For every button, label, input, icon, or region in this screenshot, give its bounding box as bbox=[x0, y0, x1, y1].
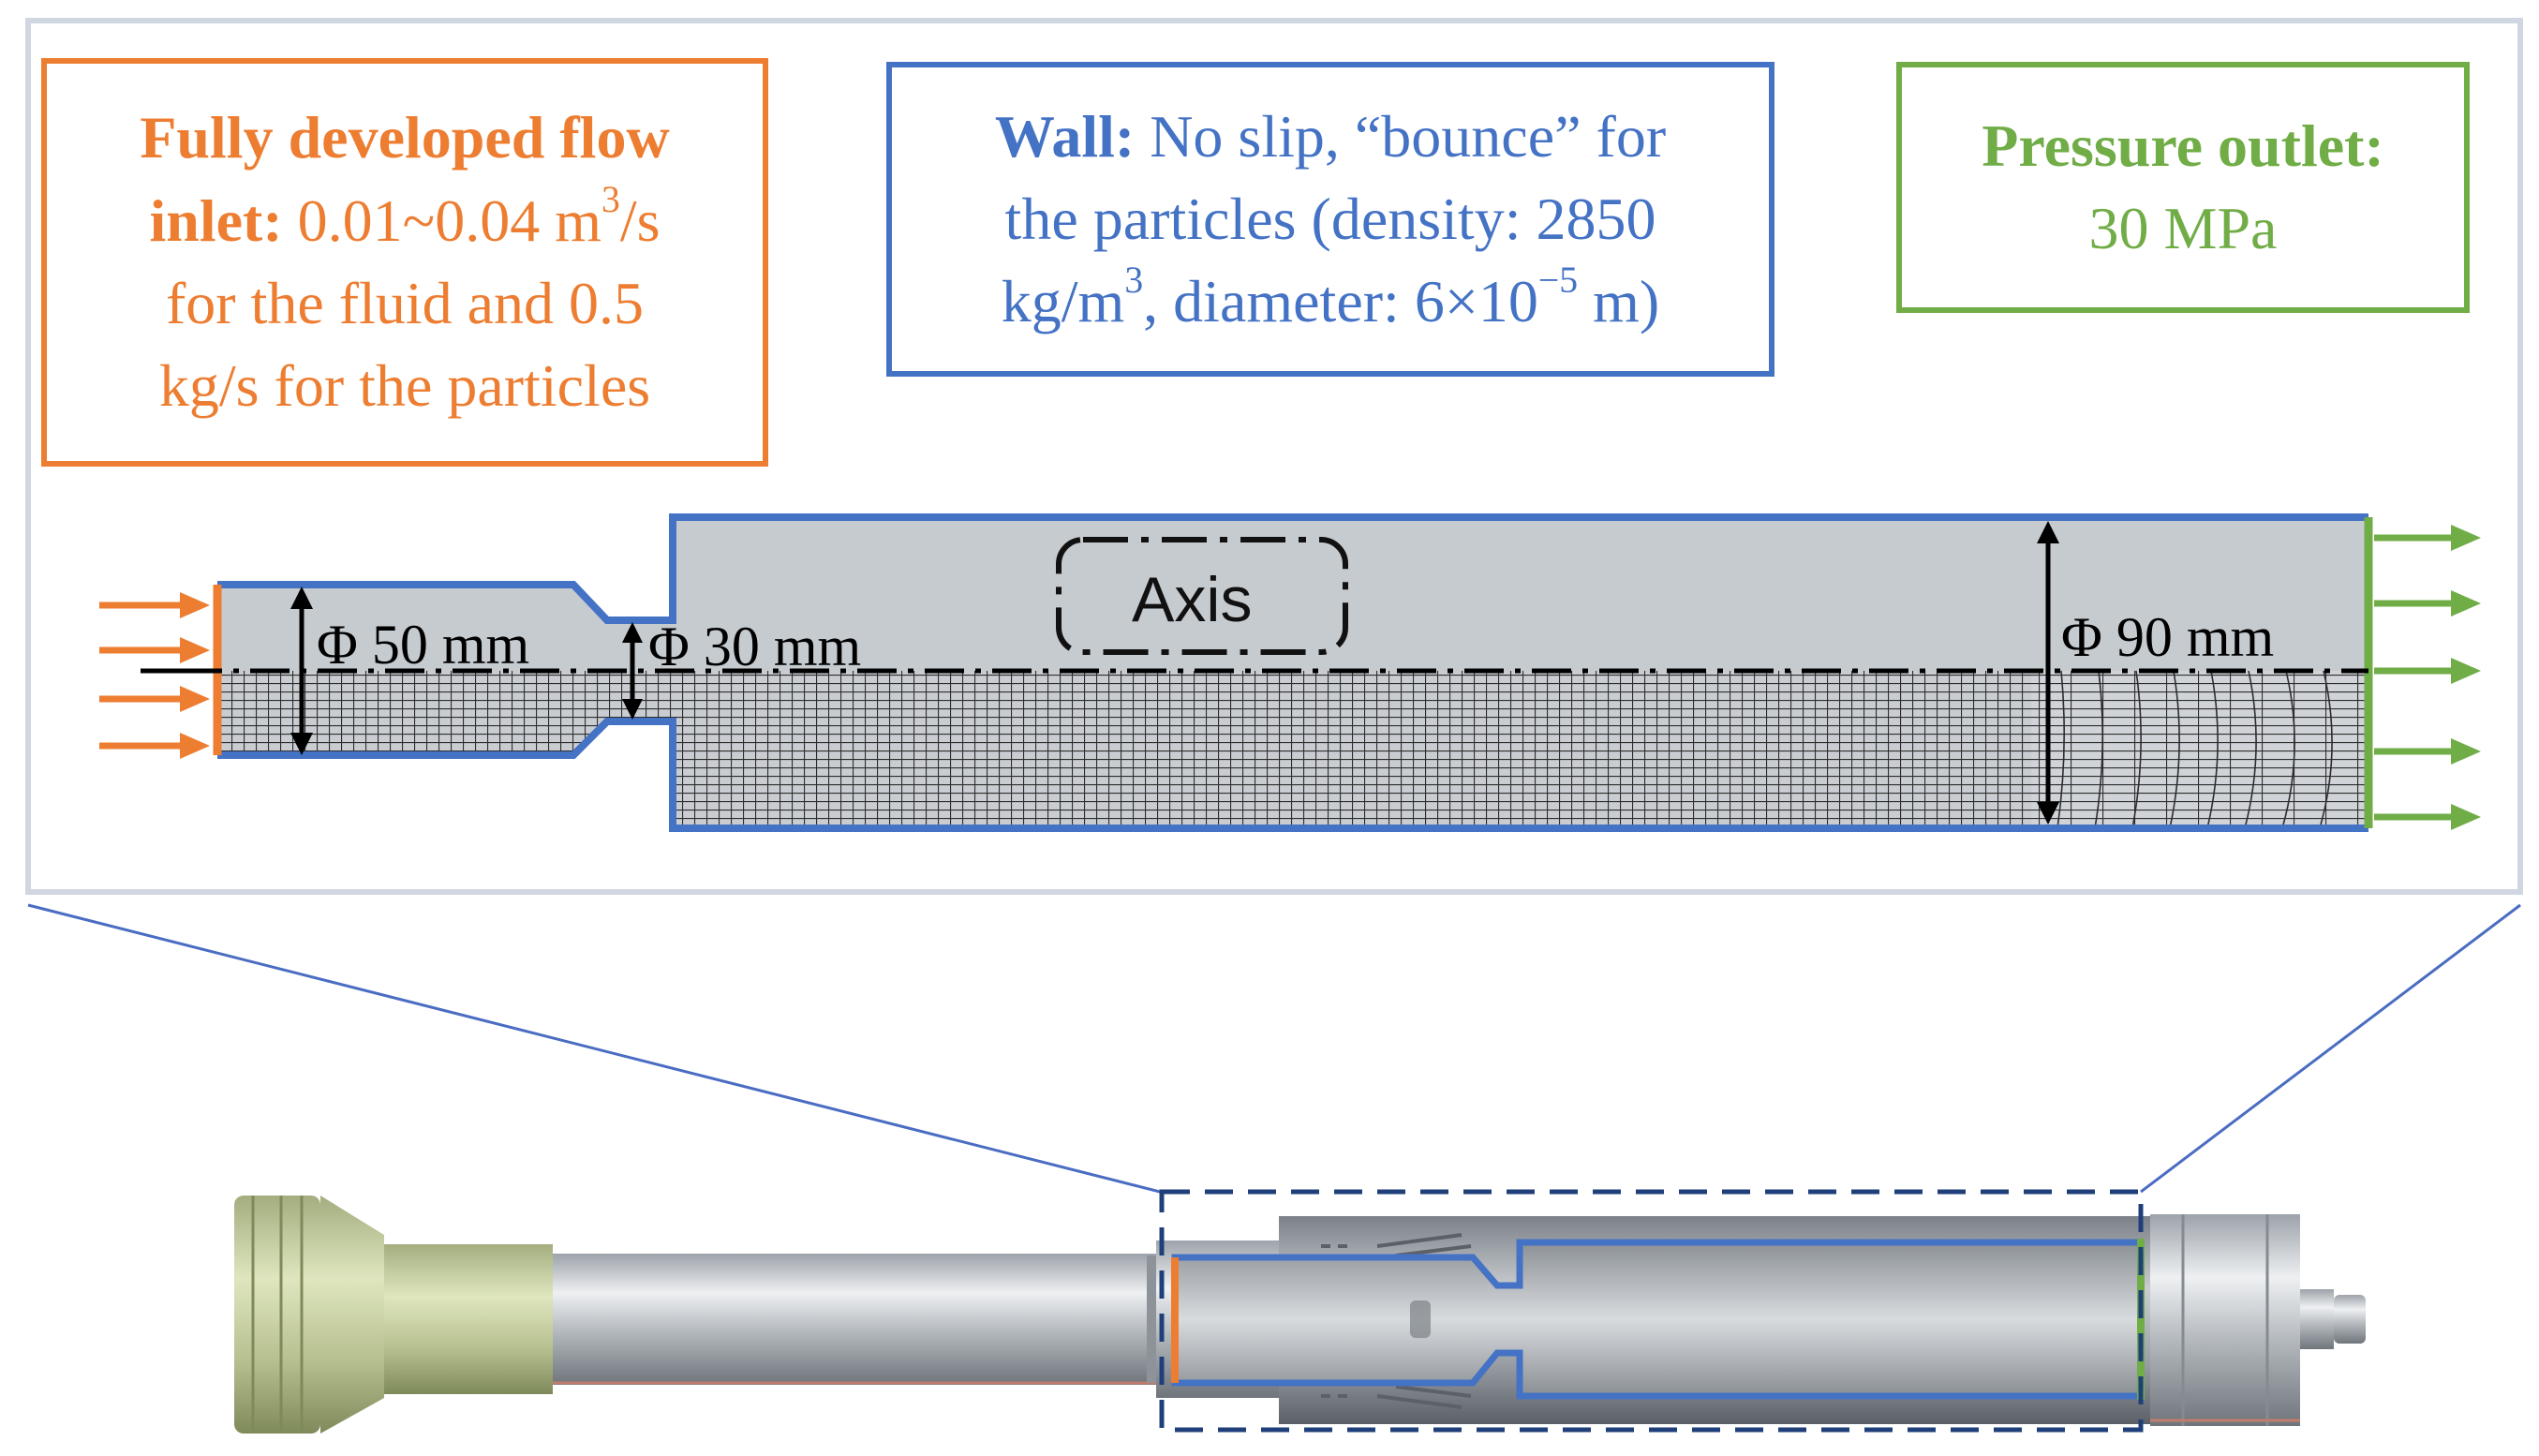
arrow-right-icon bbox=[99, 686, 210, 712]
dim-inlet-diameter: Φ 50 mm bbox=[317, 614, 530, 676]
outlet-arrows bbox=[2374, 525, 2481, 830]
inlet-label-line4: kg/s for the particles bbox=[158, 352, 651, 420]
inlet-label-line3: for the fluid and 0.5 bbox=[165, 270, 645, 336]
arrow-right-icon bbox=[99, 592, 210, 618]
end-cone bbox=[320, 1196, 384, 1434]
outlet-label-box: Pressure outlet: 30 MPa bbox=[1896, 62, 2470, 313]
double-arrow-vertical-icon bbox=[2037, 521, 2059, 825]
arrow-right-icon bbox=[2374, 738, 2481, 765]
arrow-right-icon bbox=[2374, 658, 2481, 684]
outlet-mesh-curves bbox=[2056, 670, 2333, 829]
leader-line-right bbox=[2140, 903, 2521, 1194]
inlet-label-title: Fully developed flow bbox=[140, 104, 670, 171]
outlet-label-value: 30 MPa bbox=[2088, 195, 2278, 261]
double-arrow-vertical-icon bbox=[622, 622, 643, 720]
arrow-right-icon bbox=[2374, 525, 2481, 551]
domain-upper-half bbox=[217, 517, 2368, 671]
inlet-section-mesh bbox=[217, 671, 673, 755]
leader-line-left bbox=[27, 903, 1161, 1194]
outlet-label-title: Pressure outlet: bbox=[1982, 111, 2384, 179]
tool-flow-path bbox=[1171, 1239, 2145, 1400]
arrow-right-icon bbox=[2374, 590, 2481, 617]
axis-callout-box bbox=[1056, 537, 1348, 655]
nozzle-tip bbox=[2334, 1295, 2366, 1344]
flow-domain bbox=[141, 513, 2373, 832]
dim-outlet-diameter: Φ 90 mm bbox=[2061, 606, 2275, 668]
inlet-label-box: Fully developed flow inlet: 0.01~0.04 m3… bbox=[41, 58, 768, 467]
arrow-right-icon bbox=[99, 637, 210, 663]
green-shaft bbox=[384, 1244, 553, 1394]
dim-throat-diameter: Φ 30 mm bbox=[648, 616, 862, 677]
wall-label-box: Wall: No slip, “bounce” for the particle… bbox=[886, 62, 1774, 377]
double-arrow-vertical-icon bbox=[290, 587, 313, 755]
wall-boundary bbox=[217, 513, 2368, 832]
tool-assembly bbox=[234, 1196, 2366, 1434]
outlet-cap bbox=[2150, 1214, 2300, 1426]
arrow-right-icon bbox=[99, 733, 210, 759]
wall-label-line3: kg/m3, diameter: 6×10−5 m) bbox=[1001, 260, 1660, 335]
inlet-label-line2: inlet: 0.01~0.04 m3/s bbox=[149, 178, 661, 254]
axis-label: Axis bbox=[1132, 564, 1253, 635]
arrow-right-icon bbox=[2374, 804, 2481, 830]
nozzle-stub bbox=[2300, 1289, 2334, 1349]
end-cap bbox=[234, 1196, 320, 1434]
inlet-arrows bbox=[99, 592, 210, 759]
wall-label-line1: Wall: No slip, “bounce” for bbox=[994, 102, 1667, 170]
dimension-arrows bbox=[290, 521, 2059, 825]
wall-label-line2: the particles (density: 2850 bbox=[1004, 185, 1656, 252]
main-section-mesh bbox=[673, 671, 2031, 828]
detail-frame bbox=[25, 18, 2523, 895]
outlet-section-mesh bbox=[2031, 671, 2368, 828]
detail-selection-box bbox=[1159, 1189, 2144, 1433]
